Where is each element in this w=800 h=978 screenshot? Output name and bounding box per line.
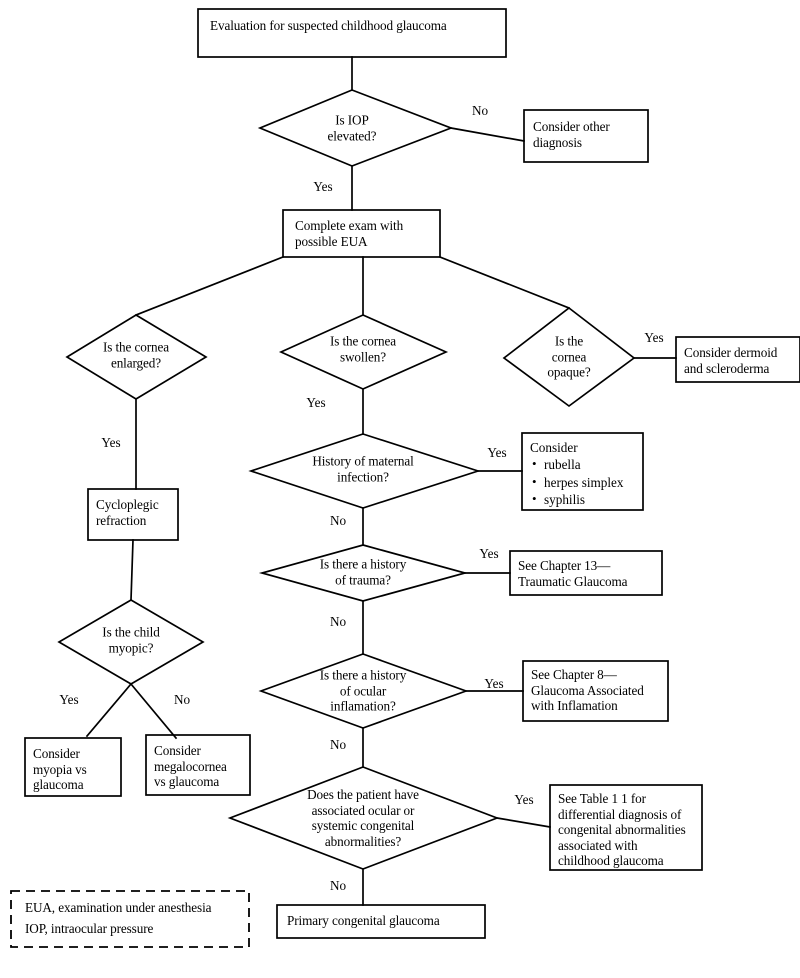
edge-label-swollen-yes: Yes xyxy=(306,395,326,410)
edge-label-inflammation-no: No xyxy=(329,737,347,752)
node-label-dermoid: Consider dermoid and scleroderma xyxy=(684,345,778,376)
node-box-primary-glaucoma xyxy=(276,904,486,939)
legend-box xyxy=(10,890,250,948)
node-label-cornea-opaque: Is the cornea opaque? xyxy=(547,333,591,380)
node-label-consider-infections: Consider rubella herpes simplex syphilis xyxy=(530,439,642,509)
edge-exam-to-cornea-opaque xyxy=(438,255,571,310)
node-box-start xyxy=(197,8,507,58)
edge-label-congenital-yes: Yes xyxy=(514,792,534,807)
consider-infections-heading: Consider xyxy=(530,440,578,455)
edge-label-maternal-yes: Yes xyxy=(487,445,507,460)
edge-label-myopic-yes: Yes xyxy=(59,692,79,707)
node-label-other-diagnosis: Consider other diagnosis xyxy=(533,119,610,150)
node-label-complete-exam: Complete exam with possible EUA xyxy=(295,218,404,249)
node-label-myopia-vs: Consider myopia vs glaucoma xyxy=(33,746,87,793)
edge-label-opaque-yes: Yes xyxy=(644,330,664,345)
node-box-dermoid xyxy=(675,336,800,383)
edge-label-myopic-no: No xyxy=(173,692,191,707)
edge-label-iop-yes: Yes xyxy=(313,179,333,194)
node-label-iop: Is IOP elevated? xyxy=(327,112,377,143)
node-diamond-cornea-opaque xyxy=(502,306,636,408)
edge-label-trauma-no: No xyxy=(329,614,347,629)
list-item: herpes simplex xyxy=(532,473,642,491)
node-box-megalocornea-vs xyxy=(145,734,251,796)
node-label-cycloplegic: Cycloplegic refraction xyxy=(96,497,159,528)
list-item: syphilis xyxy=(532,490,642,508)
edge-iop-no-to-other-diagnosis xyxy=(450,127,525,142)
node-label-history-inflammation: Is there a history of ocular inflamation… xyxy=(319,667,407,714)
node-label-maternal-infection: History of maternal infection? xyxy=(312,453,414,484)
node-label-cornea-enlarged: Is the cornea enlarged? xyxy=(102,339,170,370)
edge-label-maternal-no: No xyxy=(329,513,347,528)
node-label-history-trauma: Is there a history of trauma? xyxy=(319,556,407,587)
node-label-megalocornea-vs: Consider megalocornea vs glaucoma xyxy=(154,743,227,790)
edge-myopic-yes-to-myopia-box xyxy=(129,682,178,740)
legend-line-eua: EUA, examination under anesthesia xyxy=(25,900,212,915)
node-box-other-diagnosis xyxy=(523,109,649,163)
node-label-primary-glaucoma: Primary congenital glaucoma xyxy=(287,913,440,928)
node-label-cornea-swollen: Is the cornea swollen? xyxy=(329,333,397,364)
node-box-chapter8 xyxy=(522,660,669,722)
node-box-cycloplegic xyxy=(87,488,179,541)
node-label-child-myopic: Is the child myopic? xyxy=(102,624,160,655)
edge-label-iop-no: No xyxy=(471,103,489,118)
node-label-congenital-abnormalities: Does the patient have associated ocular … xyxy=(307,786,419,849)
node-label-chapter8: See Chapter 8— Glaucoma Associated with … xyxy=(531,667,644,714)
edge-label-trauma-yes: Yes xyxy=(479,546,499,561)
consider-infections-list: rubella herpes simplex syphilis xyxy=(530,455,642,508)
node-label-chapter13: See Chapter 13— Traumatic Glaucoma xyxy=(518,558,628,589)
list-item: rubella xyxy=(532,455,642,473)
legend-line-iop: IOP, intraocular pressure xyxy=(25,921,154,936)
node-label-start: Evaluation for suspected childhood glauc… xyxy=(210,18,447,33)
node-label-table1: See Table 1 1 for differential diagnosis… xyxy=(558,791,686,869)
node-box-myopia-vs xyxy=(24,737,122,797)
edge-label-enlarged-yes: Yes xyxy=(101,435,121,450)
edge-label-congenital-no: No xyxy=(329,878,347,893)
node-box-table1 xyxy=(549,784,703,871)
edge-cycloplegic-to-child-myopic xyxy=(130,539,134,601)
edge-exam-to-cornea-enlarged xyxy=(134,255,285,317)
node-box-chapter13 xyxy=(509,550,663,596)
node-box-complete-exam xyxy=(282,209,441,258)
edge-myopic-no-to-megalocornea-box xyxy=(85,682,133,738)
edge-label-inflammation-yes: Yes xyxy=(484,676,504,691)
edge-congenital-yes-to-table1 xyxy=(496,817,551,828)
